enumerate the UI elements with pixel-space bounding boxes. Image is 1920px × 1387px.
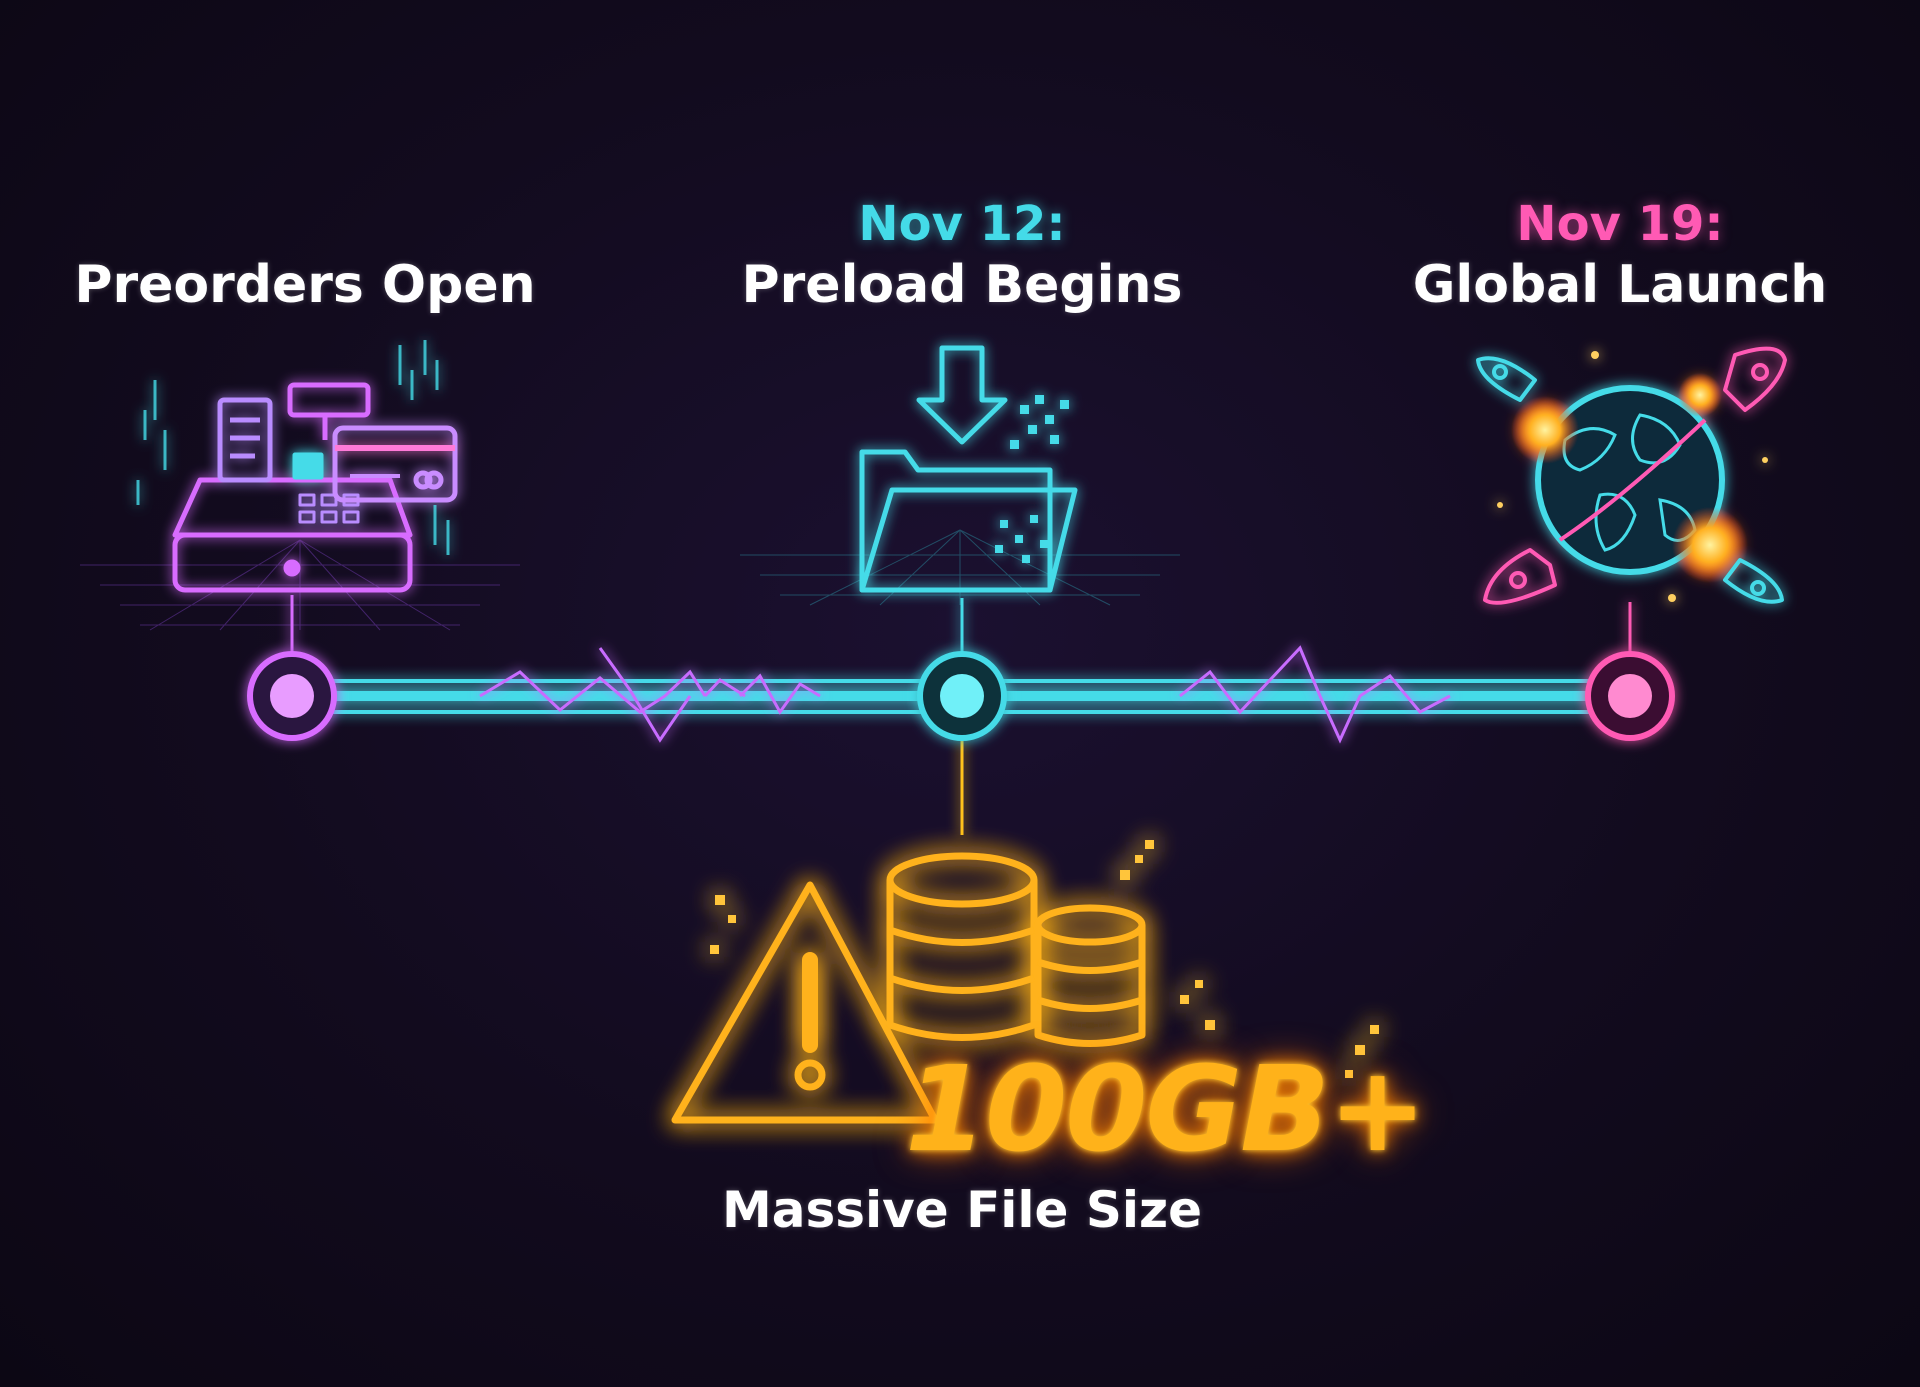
- connector-lines: [290, 595, 1632, 835]
- milestone-node-launch: [1585, 651, 1675, 741]
- milestone-title-preload: Preload Begins: [741, 255, 1183, 315]
- warning-database-icon: [671, 840, 1379, 1124]
- milestone-date-launch: Nov 19:: [1516, 196, 1724, 252]
- milestone-date-preload: Nov 12:: [858, 196, 1066, 252]
- milestone-title-launch: Global Launch: [1412, 255, 1828, 315]
- cash-register-icon: [136, 340, 458, 593]
- file-size-caption: Massive File Size: [722, 1181, 1202, 1239]
- milestone-node-preload: [917, 651, 1007, 741]
- milestone-title-preorders: Preorders Open: [74, 255, 536, 315]
- globe-rockets-icon: [1476, 346, 1787, 605]
- grid-floor-center: [740, 529, 1180, 606]
- grid-floor-left: [80, 539, 520, 631]
- download-folder-icon: [859, 345, 1078, 593]
- milestone-node-preorders: [247, 651, 337, 741]
- file-size-badge: 100GB+: [905, 1040, 1427, 1178]
- rail-waveform: [479, 645, 1451, 744]
